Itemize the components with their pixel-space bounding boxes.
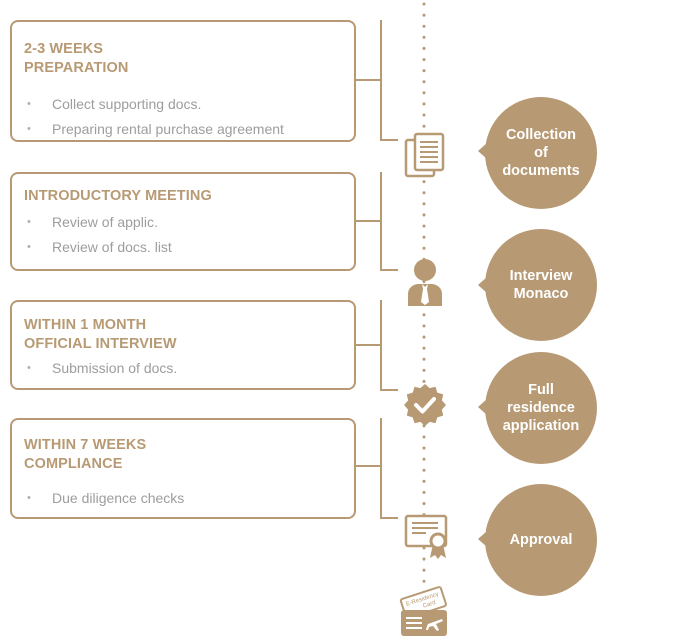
bullet-item: Due diligence checks (24, 486, 342, 511)
residency-card-label-line: Card (422, 600, 436, 610)
bullet-list: Collect supporting docs. Preparing renta… (24, 92, 342, 142)
stage-card-official-interview: WITHIN 1 MONTH OFFICIAL INTERVIEW Submis… (10, 300, 356, 390)
milestone-interview-monaco: Interview Monaco (485, 229, 597, 341)
milestone-label-line: Approval (509, 532, 573, 548)
timeline-dotted-line (422, 2, 426, 602)
milestone-label-line: Interview (509, 268, 573, 284)
milestone-approval: Approval (485, 484, 597, 596)
stage-title-line: INTRODUCTORY MEETING (24, 188, 212, 204)
stage-title-line: OFFICIAL INTERVIEW (24, 336, 177, 352)
person-icon (405, 258, 445, 308)
residency-card-label: Card (422, 600, 436, 610)
milestone-label-line: residence (507, 400, 575, 416)
stage-title: INTRODUCTORY MEETING (24, 187, 342, 206)
milestone-label-line: Full (528, 382, 554, 398)
milestone-label-line: application (502, 418, 580, 434)
milestone-label-line: Monaco (513, 286, 569, 302)
residency-card-icon: E-Residency Card (398, 586, 452, 640)
bullet-list: Due diligence checks (24, 486, 342, 511)
bullet-list: Review of applic. Review of docs. list (24, 210, 342, 260)
bullet-item: Collect supporting docs. (24, 92, 342, 117)
stage-title-line: PREPARATION (24, 60, 129, 76)
stage-title: WITHIN 7 WEEKS COMPLIANCE (24, 436, 342, 474)
stage-title: WITHIN 1 MONTH OFFICIAL INTERVIEW (24, 316, 342, 354)
bullet-item: Review of docs. list (24, 235, 342, 260)
milestone-pointer (478, 531, 487, 547)
milestone-pointer (478, 277, 487, 293)
certificate-icon (404, 514, 452, 560)
bullet-list: Submission of docs. (24, 356, 342, 381)
milestone-pointer (478, 143, 487, 159)
milestone-label-line: Collection (505, 127, 577, 143)
stage-title-line: WITHIN 1 MONTH (24, 317, 147, 333)
stage-title-line: WITHIN 7 WEEKS (24, 437, 147, 453)
milestone-full-residence-application: Full residence application (485, 352, 597, 464)
checkmark-badge-icon (403, 383, 447, 427)
stage-title-line: 2-3 WEEKS (24, 41, 104, 57)
bullet-item: Preparing rental purchase agreement (24, 117, 342, 142)
milestone-label-line: documents (502, 163, 580, 179)
bullet-item: Submission of docs. (24, 356, 342, 381)
stage-card-compliance: WITHIN 7 WEEKS COMPLIANCE Due diligence … (10, 418, 356, 519)
milestone-label-line: of (534, 145, 548, 161)
bullet-item: Review of applic. (24, 210, 342, 235)
stage-card-preparation: 2-3 WEEKS PREPARATION Collect supporting… (10, 20, 356, 142)
stage-card-introductory-meeting: INTRODUCTORY MEETING Review of applic. R… (10, 172, 356, 271)
stage-title-line: COMPLIANCE (24, 456, 123, 472)
milestone-pointer (478, 399, 487, 415)
stage-title: 2-3 WEEKS PREPARATION (24, 40, 342, 78)
documents-icon (404, 132, 446, 178)
milestone-collection-of-documents: Collection of documents (485, 97, 597, 209)
